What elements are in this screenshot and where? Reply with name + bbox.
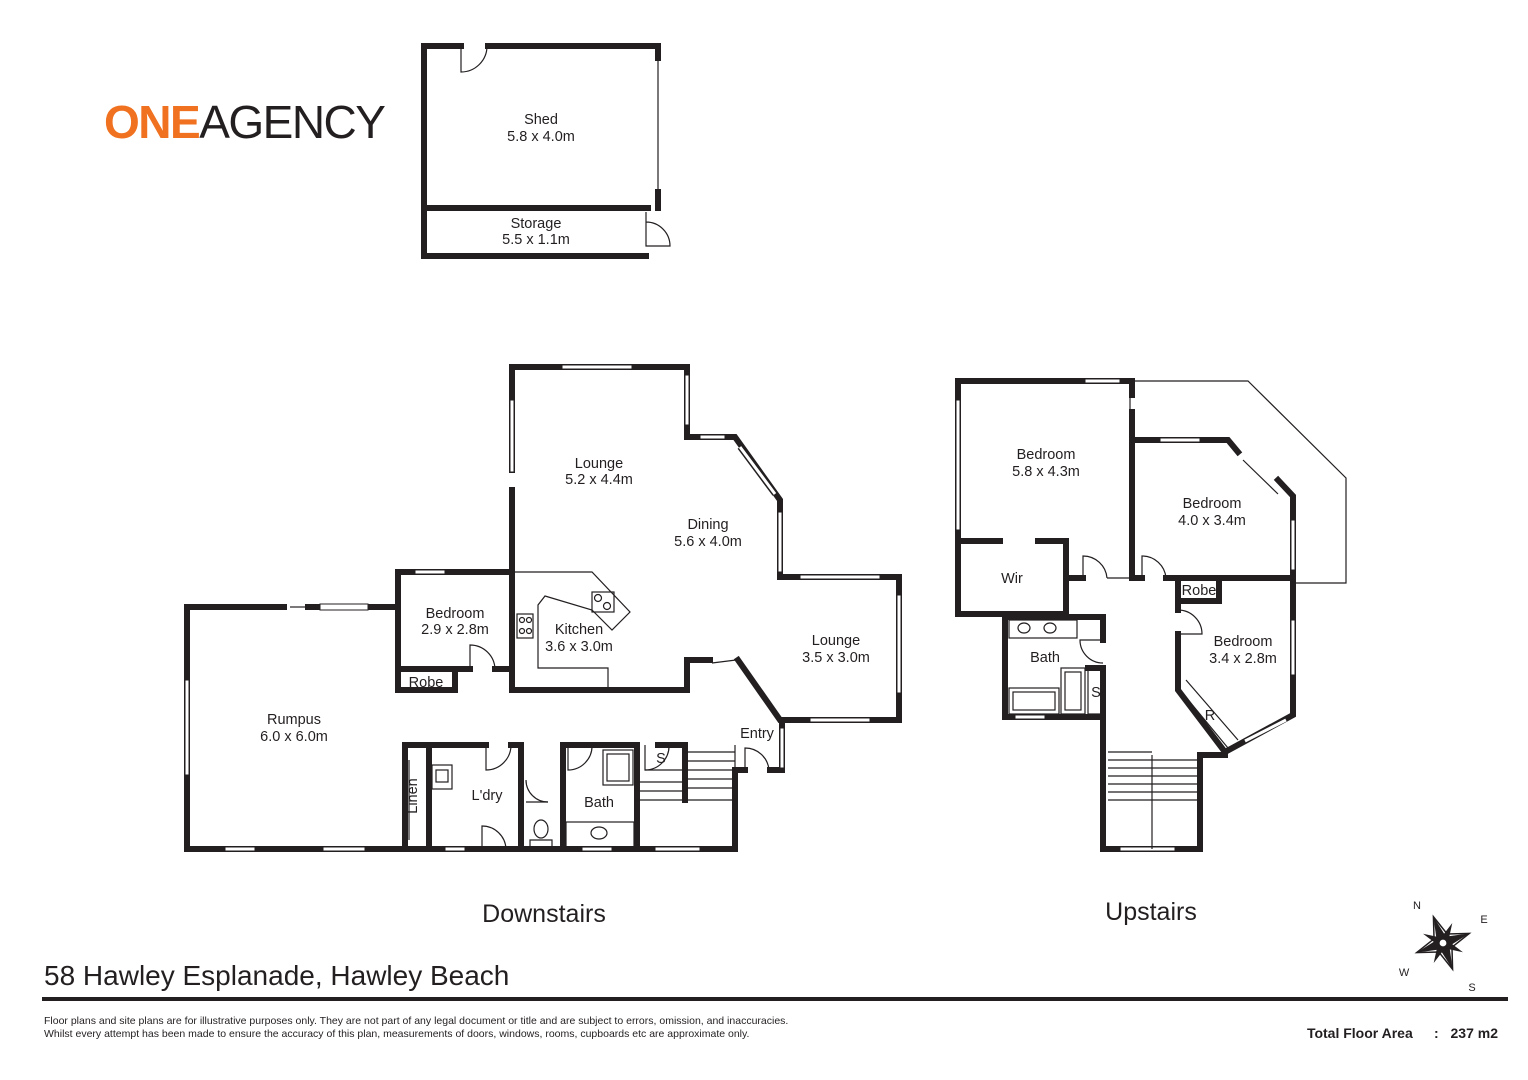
lounge2-size: 3.5 x 3.0m [802, 650, 870, 666]
downstairs-plan: Bedroom 2.9 x 2.8m Robe Rumpus 6.0 x 6.0… [184, 364, 902, 928]
bedroom-up1-window-n [1084, 378, 1121, 384]
total-floor-area-value: 237 m2 [1450, 1025, 1498, 1041]
one-agency-logo: ONEAGENCY [104, 96, 386, 148]
bedroom-up3-size: 3.4 x 2.8m [1209, 651, 1277, 667]
shed-building: Shed 5.8 x 4.0m Storage 5.5 x 1.1m [421, 43, 671, 259]
linen-label: Linen [405, 778, 421, 813]
downstairs-label: Downstairs [482, 900, 606, 928]
s-up-label: S [1091, 685, 1101, 701]
rumpus-window-south-1 [224, 846, 256, 852]
lounge2-window-n [799, 574, 881, 580]
lounge1-label: Lounge [575, 456, 623, 472]
bedroom-down-label: Bedroom [426, 606, 485, 622]
lounge-window-ne [684, 374, 690, 426]
entry-window [779, 727, 785, 769]
laundry-window [444, 846, 466, 852]
footer-divider [42, 997, 1508, 1001]
compass-s: S [1468, 982, 1475, 994]
lounge2-label: Lounge [812, 633, 860, 649]
laundry-label: L'dry [472, 788, 504, 804]
lounge-window-west [509, 399, 515, 473]
rumpus-window [184, 679, 190, 776]
lounge2-window-s [809, 717, 871, 723]
shed-label: Shed [524, 112, 558, 128]
bedroom-up2-label: Bedroom [1183, 496, 1242, 512]
rumpus-label: Rumpus [267, 712, 321, 728]
s-down-label: S [656, 751, 666, 767]
bedroom-up3-label: Bedroom [1214, 634, 1273, 650]
bath-up-label: Bath [1030, 650, 1060, 666]
total-floor-area-label: Total Floor Area [1306, 1025, 1413, 1041]
rumpus-size: 6.0 x 6.0m [260, 729, 328, 745]
property-address: 58 Hawley Esplanade, Hawley Beach [44, 960, 510, 991]
compass-icon: N E S W [1399, 900, 1488, 994]
lounge-window-north [561, 364, 633, 370]
bath-up-window [1014, 714, 1046, 720]
logo-agency: AGENCY [199, 96, 386, 148]
upstairs-stairs [1108, 751, 1200, 849]
storage-size: 5.5 x 1.1m [502, 232, 570, 248]
upstairs-plan: Bedroom 5.8 x 4.3m Wir Bedroom 4.0 x 3.4… [955, 378, 1347, 926]
disclaimer: Floor plans and site plans are for illus… [44, 1015, 788, 1041]
total-floor-area-sep: : [1433, 1025, 1439, 1041]
dining-size: 5.6 x 4.0m [674, 534, 742, 550]
stair-window [654, 846, 701, 852]
bedroom-up1-window-w [955, 399, 961, 531]
bedroom-up2-window-n [1159, 437, 1201, 443]
rumpus-sliding-door [319, 603, 369, 611]
entry-label: Entry [740, 726, 775, 742]
compass-n: N [1413, 900, 1421, 912]
storage-label: Storage [511, 216, 562, 232]
dining-window-e [777, 511, 783, 573]
kitchen-size: 3.6 x 3.0m [545, 639, 613, 655]
r-up-label: R [1205, 708, 1215, 724]
robe-down-label: Robe [409, 675, 444, 691]
stair-up-window [1119, 846, 1176, 852]
lounge1-size: 5.2 x 4.4m [565, 472, 633, 488]
shed-size: 5.8 x 4.0m [507, 129, 575, 145]
total-floor-area: Total Floor Area : 237 m2 [1307, 1025, 1498, 1041]
bedroom-up2-window-e [1290, 519, 1296, 571]
robe-up-label: Robe [1182, 583, 1217, 599]
bath-down-label: Bath [584, 795, 614, 811]
bedroom-up1-size: 5.8 x 4.3m [1012, 464, 1080, 480]
lounge2-window-e [896, 594, 902, 694]
downstairs-stairs [637, 745, 736, 801]
compass-w: W [1399, 967, 1410, 979]
wir-label: Wir [1001, 571, 1023, 587]
rumpus-window-south-2 [322, 846, 366, 852]
kitchen-label: Kitchen [555, 622, 603, 638]
upstairs-label: Upstairs [1105, 898, 1197, 926]
bedroom-up1-label: Bedroom [1017, 447, 1076, 463]
dining-label: Dining [687, 517, 728, 533]
disclaimer-line-1: Floor plans and site plans are for illus… [44, 1015, 789, 1027]
dining-window-n [699, 434, 726, 440]
compass-e: E [1480, 914, 1487, 926]
bedroom-down-window [414, 569, 446, 575]
bedroom-up3-window-e [1290, 619, 1296, 676]
bedroom-up2-size: 4.0 x 3.4m [1178, 513, 1246, 529]
logo-one: ONE [104, 96, 201, 148]
disclaimer-line-2: Whilst every attempt has been made to en… [44, 1028, 750, 1040]
bedroom-down-size: 2.9 x 2.8m [421, 622, 489, 638]
